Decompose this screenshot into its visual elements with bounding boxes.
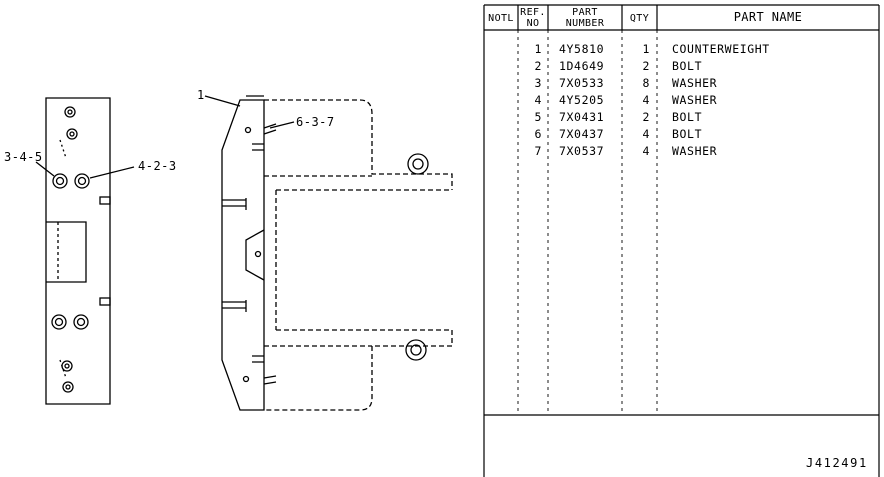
pin-boss-bottom (405, 339, 427, 361)
drawing-code: J412491 (806, 456, 868, 470)
part-number: 4Y5205 (559, 93, 605, 107)
header-notl: NOTL (488, 13, 514, 24)
part-name: WASHER (672, 93, 718, 107)
callout-ref-3-4-5: 3-4-5 (4, 150, 43, 164)
part-number: 7X0537 (559, 144, 605, 158)
header-qty: QTY (629, 13, 650, 24)
part-name: WASHER (672, 76, 718, 90)
ref-number: 2 (534, 59, 542, 73)
washer-3 (52, 173, 68, 189)
ref-number: 5 (534, 110, 542, 124)
part-name: WASHER (672, 144, 718, 158)
part-number: 7X0437 (559, 127, 605, 141)
bolt-hole-1 (64, 106, 76, 118)
part-name: BOLT (672, 59, 703, 73)
part-number: 7X0431 (559, 110, 605, 124)
callout-ref-6-3-7: 6-3-7 (296, 115, 335, 129)
quantity: 4 (642, 144, 650, 158)
pin-boss-top (407, 153, 429, 175)
part-name: BOLT (672, 127, 703, 141)
part-number: 4Y5810 (559, 42, 605, 56)
header-part-name: PART NAME (733, 10, 803, 24)
counterweight-front-view (45, 97, 111, 405)
header-part-number-line1: PART (572, 7, 598, 18)
quantity: 2 (642, 59, 650, 73)
ref-number: 1 (534, 42, 542, 56)
quantity: 4 (642, 93, 650, 107)
part-number: 7X0533 (559, 76, 605, 90)
part-number: 1D4649 (559, 59, 605, 73)
part-name: COUNTERWEIGHT (672, 42, 770, 56)
machine-frame-outline (264, 99, 453, 411)
header-part-number-line2: NUMBER (565, 18, 605, 29)
callout-ref-4-2-3: 4-2-3 (138, 159, 177, 173)
part-name: BOLT (672, 110, 703, 124)
quantity: 8 (642, 76, 650, 90)
callout-ref-1: 1 (197, 88, 205, 102)
ref-number: 7 (534, 144, 542, 158)
ref-number: 3 (534, 76, 542, 90)
header-ref-no-line1: REF. (520, 7, 546, 18)
ref-number: 4 (534, 93, 542, 107)
quantity: 1 (642, 42, 650, 56)
parts-drawing (35, 95, 453, 411)
quantity: 4 (642, 127, 650, 141)
counterweight-side-view (221, 95, 277, 411)
bolt-hole-2 (66, 128, 78, 140)
washer-4 (74, 173, 90, 189)
header-ref-no-line2: NO (526, 18, 540, 29)
ref-number: 6 (534, 127, 542, 141)
quantity: 2 (642, 110, 650, 124)
